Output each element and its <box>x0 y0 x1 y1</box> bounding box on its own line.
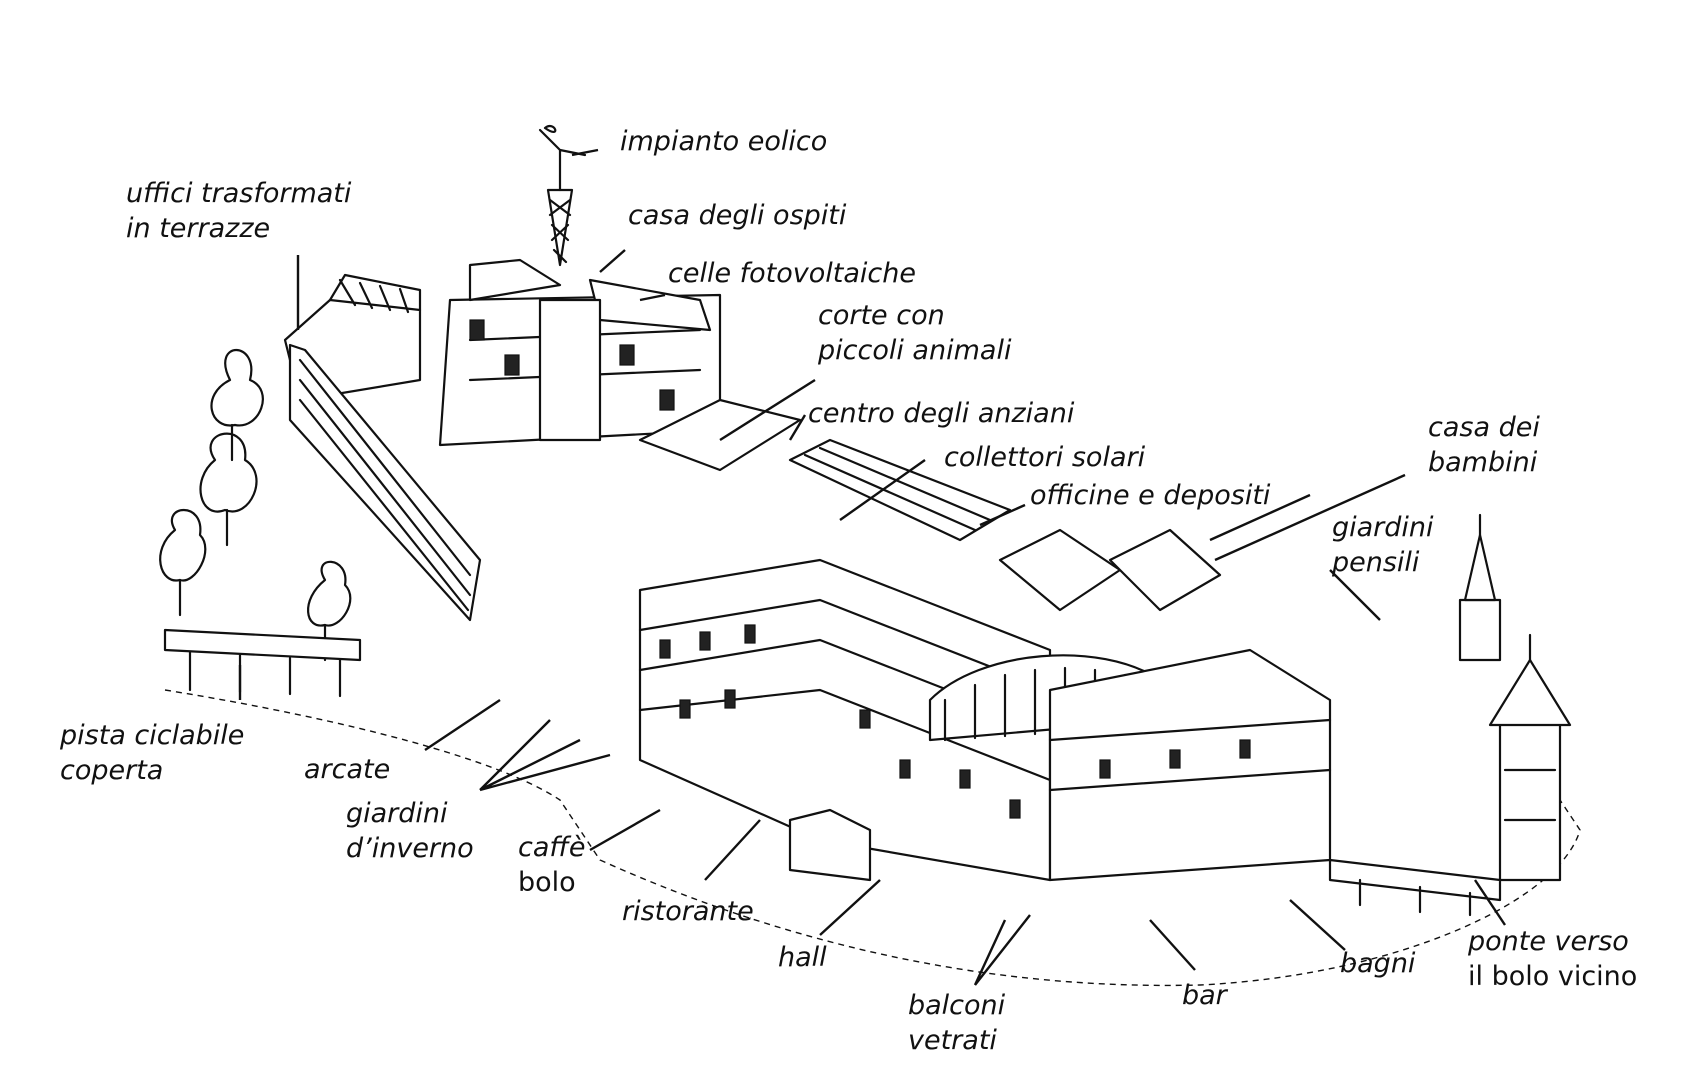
label-collettori-solari: collettori solari <box>944 442 1146 473</box>
label-bagni: bagni <box>1340 948 1416 979</box>
label-arcate: arcate <box>304 754 391 785</box>
label-corte-animali: corte con piccoli animali <box>818 300 1012 366</box>
label-officine-depositi: officine e depositi <box>1030 480 1271 511</box>
central-roofs <box>638 398 1222 612</box>
label-giardini-pensili: giardini pensili <box>1332 512 1434 578</box>
label-balconi-vetrati: balconi vetrati <box>908 990 1006 1056</box>
label-centro-anziani: centro degli anziani <box>808 398 1075 429</box>
label-celle-fotovoltaiche: celle fotovoltaiche <box>668 258 916 289</box>
label-ristorante: ristorante <box>622 896 754 927</box>
main-building <box>638 558 1332 882</box>
label-pista-ciclabile: pista ciclabile coperta <box>60 720 245 786</box>
label-caffe-bolo: caffè bolo <box>518 832 586 898</box>
label-hall: hall <box>778 942 827 973</box>
label-impianto-eolico: impianto eolico <box>620 126 828 157</box>
bridge <box>1328 858 1502 917</box>
guest-house-block <box>438 258 722 447</box>
trees-left <box>159 348 352 662</box>
leader-lines <box>238 148 1506 986</box>
label-casa-bambini: casa dei bambini <box>1428 412 1540 478</box>
right-towers <box>1458 513 1572 882</box>
label-uffici-trasformati: uffici trasformati in terrazze <box>126 178 352 244</box>
label-bar: bar <box>1182 980 1227 1011</box>
terraced-offices <box>283 273 482 622</box>
covered-bike-path <box>163 628 362 698</box>
label-giardini-inverno: giardini d’inverno <box>346 798 474 864</box>
window-marks <box>659 624 1251 819</box>
label-casa-ospiti: casa degli ospiti <box>628 200 847 231</box>
label-ponte-bolo-vicino: ponte verso il bolo vicino <box>1468 926 1638 992</box>
wind-turbine-tower <box>538 125 587 267</box>
